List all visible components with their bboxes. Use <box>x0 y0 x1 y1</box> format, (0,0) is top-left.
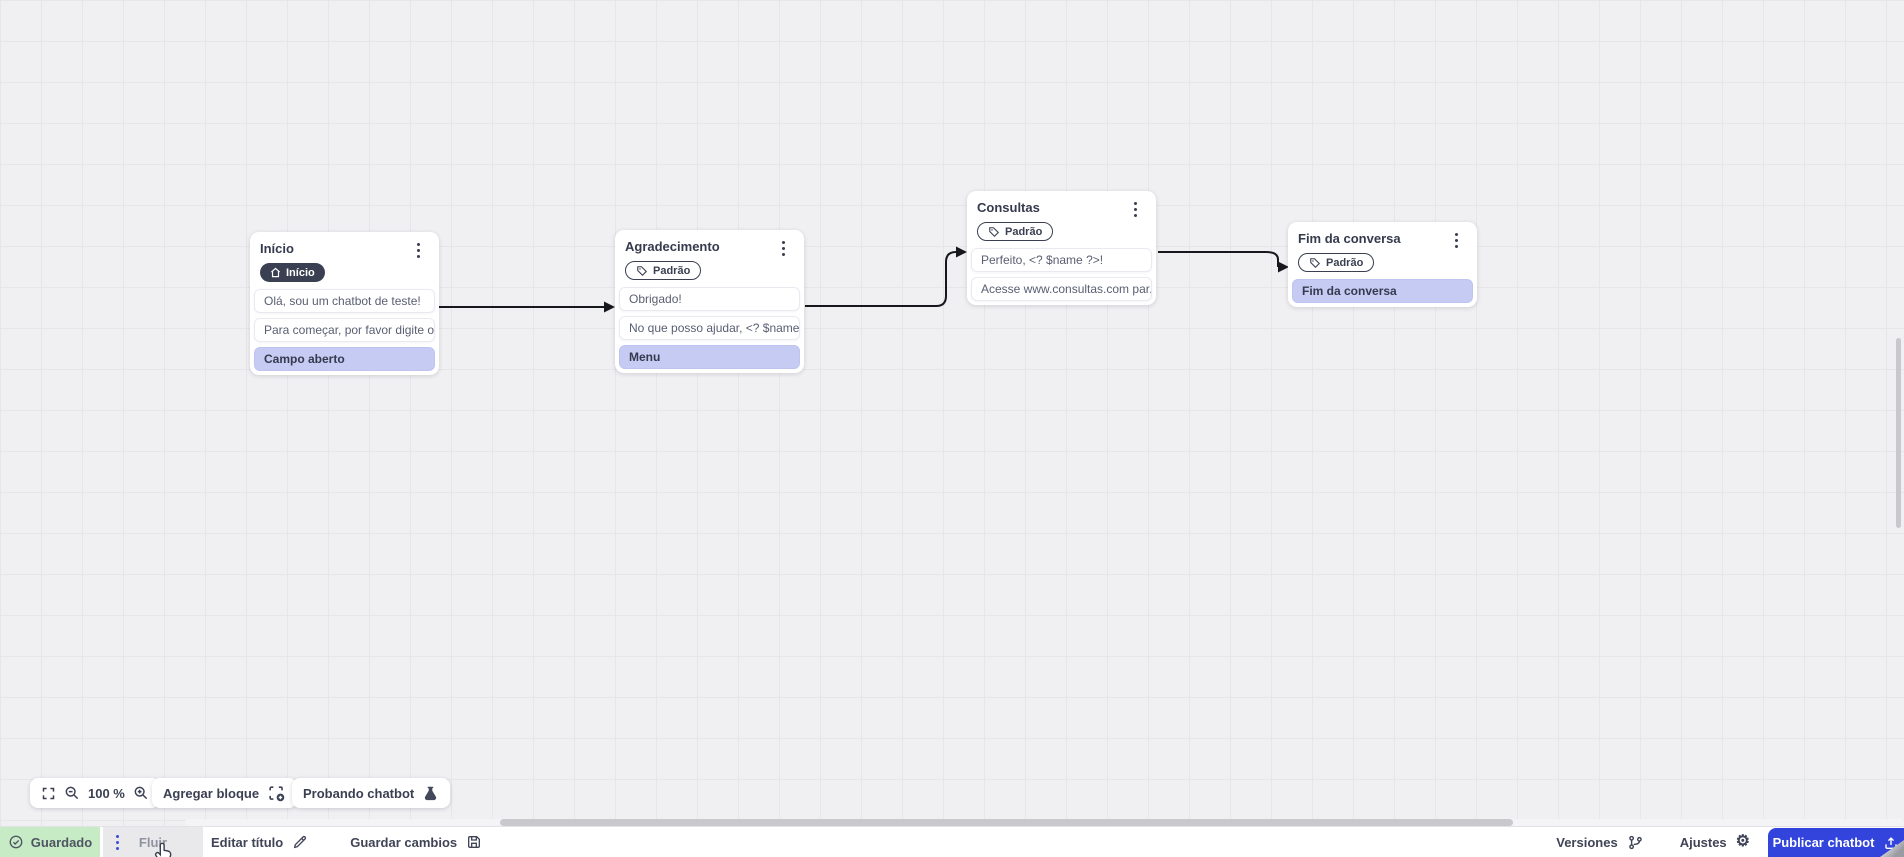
publish-label: Publicar chatbot <box>1772 835 1875 850</box>
message-row[interactable]: Olá, sou um chatbot de teste! <box>254 289 435 313</box>
node-rows: Perfeito, <? $name ?>! Acesse www.consul… <box>971 248 1152 301</box>
edit-title-button[interactable]: Editar título <box>211 834 308 850</box>
message-row[interactable]: Obrigado! <box>619 287 800 311</box>
node-rows: Obrigado! No que posso ajudar, <? $name … <box>619 287 800 369</box>
badge-label: Início <box>286 266 315 279</box>
test-chatbot-label: Probando chatbot <box>303 785 415 801</box>
versions-button[interactable]: Versiones <box>1556 834 1643 851</box>
add-block-button[interactable]: Agregar bloque <box>152 778 298 808</box>
tag-icon <box>637 265 648 276</box>
zoom-out-icon <box>65 786 79 800</box>
zoom-level: 100 % <box>88 785 125 801</box>
node-header: Início <box>254 241 435 260</box>
node-rows: Fim da conversa <box>1292 279 1473 303</box>
message-row[interactable]: No que posso ajudar, <? $name ... <box>619 316 800 340</box>
add-block-icon <box>269 785 285 801</box>
node-title: Início <box>260 241 294 256</box>
node-badge-padrao: Padrão <box>625 261 702 280</box>
flask-icon <box>425 786 437 800</box>
node-header: Fim da conversa <box>1292 231 1473 250</box>
badge-label: Padrão <box>1326 256 1364 269</box>
node-title: Consultas <box>977 200 1040 215</box>
node-badge-inicio: Início <box>260 263 325 282</box>
test-chatbot-button[interactable]: Probando chatbot <box>292 778 451 808</box>
message-row[interactable]: Acesse www.consultas.com par... <box>971 277 1152 301</box>
node-menu-button[interactable] <box>779 239 788 258</box>
zoom-out-button[interactable] <box>64 785 80 801</box>
save-status-badge: Guardado <box>0 827 100 857</box>
versions-label: Versiones <box>1556 834 1618 850</box>
badge-label: Padrão <box>1005 225 1043 238</box>
zoom-toolbar: 100 % <box>30 778 160 808</box>
save-changes-label: Guardar cambios <box>350 834 458 850</box>
node-menu-button[interactable] <box>1452 231 1461 250</box>
publish-chatbot-button[interactable]: Publicar chatbot <box>1768 828 1904 857</box>
flow-node-inicio[interactable]: Início Início Olá, sou um chatbot de tes… <box>250 232 439 375</box>
node-rows: Olá, sou um chatbot de teste! Para começ… <box>254 289 435 371</box>
add-block-label: Agregar bloque <box>163 785 260 801</box>
connection-consultas-fim <box>1158 251 1279 267</box>
horizontal-scrollbar-track[interactable] <box>185 819 1904 826</box>
message-row[interactable]: Para começar, por favor digite o ... <box>254 318 435 342</box>
node-menu-button[interactable] <box>1131 200 1140 219</box>
flow-node-fim-da-conversa[interactable]: Fim da conversa Padrão Fim da conversa <box>1288 222 1477 307</box>
node-title: Fim da conversa <box>1298 231 1401 246</box>
arrowhead-icon <box>956 246 967 258</box>
node-badge-padrao: Padrão <box>977 222 1054 241</box>
save-icon <box>468 836 481 848</box>
check-circle-icon <box>9 835 23 849</box>
vertical-scrollbar-thumb[interactable] <box>1896 338 1901 528</box>
flow-node-consultas[interactable]: Consultas Padrão Perfeito, <? $name ?>! … <box>967 191 1156 305</box>
message-row[interactable]: Perfeito, <? $name ?>! <box>971 248 1152 272</box>
flow-node-agradecimento[interactable]: Agradecimento Padrão Obrigado! No que po… <box>615 230 804 373</box>
badge-label: Padrão <box>653 264 691 277</box>
home-icon <box>270 267 281 278</box>
bottom-bar: Guardado Fluir Editar título Guardar cam… <box>0 826 1904 857</box>
node-badge-padrao: Padrão <box>1298 253 1375 272</box>
tag-icon <box>989 226 1000 237</box>
tag-icon <box>1310 257 1321 268</box>
node-header: Agradecimento <box>619 239 800 258</box>
tab-fluir[interactable]: Fluir <box>103 827 203 857</box>
pencil-icon <box>293 835 307 849</box>
gear-icon: ⚙ <box>1735 833 1750 850</box>
edit-title-label: Editar título <box>211 834 284 850</box>
settings-button[interactable]: Ajustes ⚙ <box>1680 834 1750 850</box>
settings-label: Ajustes <box>1679 834 1727 850</box>
node-menu-button[interactable] <box>414 241 423 260</box>
horizontal-scrollbar-thumb[interactable] <box>500 819 1513 826</box>
open-field-row[interactable]: Campo aberto <box>254 347 435 371</box>
fit-screen-icon <box>42 787 55 799</box>
save-changes-button[interactable]: Guardar cambios <box>350 834 482 850</box>
end-conversation-row[interactable]: Fim da conversa <box>1292 279 1473 303</box>
node-title: Agradecimento <box>625 239 720 254</box>
node-header: Consultas <box>971 200 1152 219</box>
zoom-in-icon <box>134 786 148 800</box>
save-status-label: Guardado <box>30 834 93 850</box>
fit-screen-button[interactable] <box>41 786 56 801</box>
arrowhead-icon <box>604 301 615 313</box>
zoom-in-button[interactable] <box>133 785 149 801</box>
menu-row[interactable]: Menu <box>619 345 800 369</box>
branch-icon <box>1628 835 1642 849</box>
connection-agradecimento-consultas <box>805 251 957 307</box>
drag-handle-icon[interactable] <box>116 834 119 850</box>
tab-fluir-label: Fluir <box>138 834 168 850</box>
